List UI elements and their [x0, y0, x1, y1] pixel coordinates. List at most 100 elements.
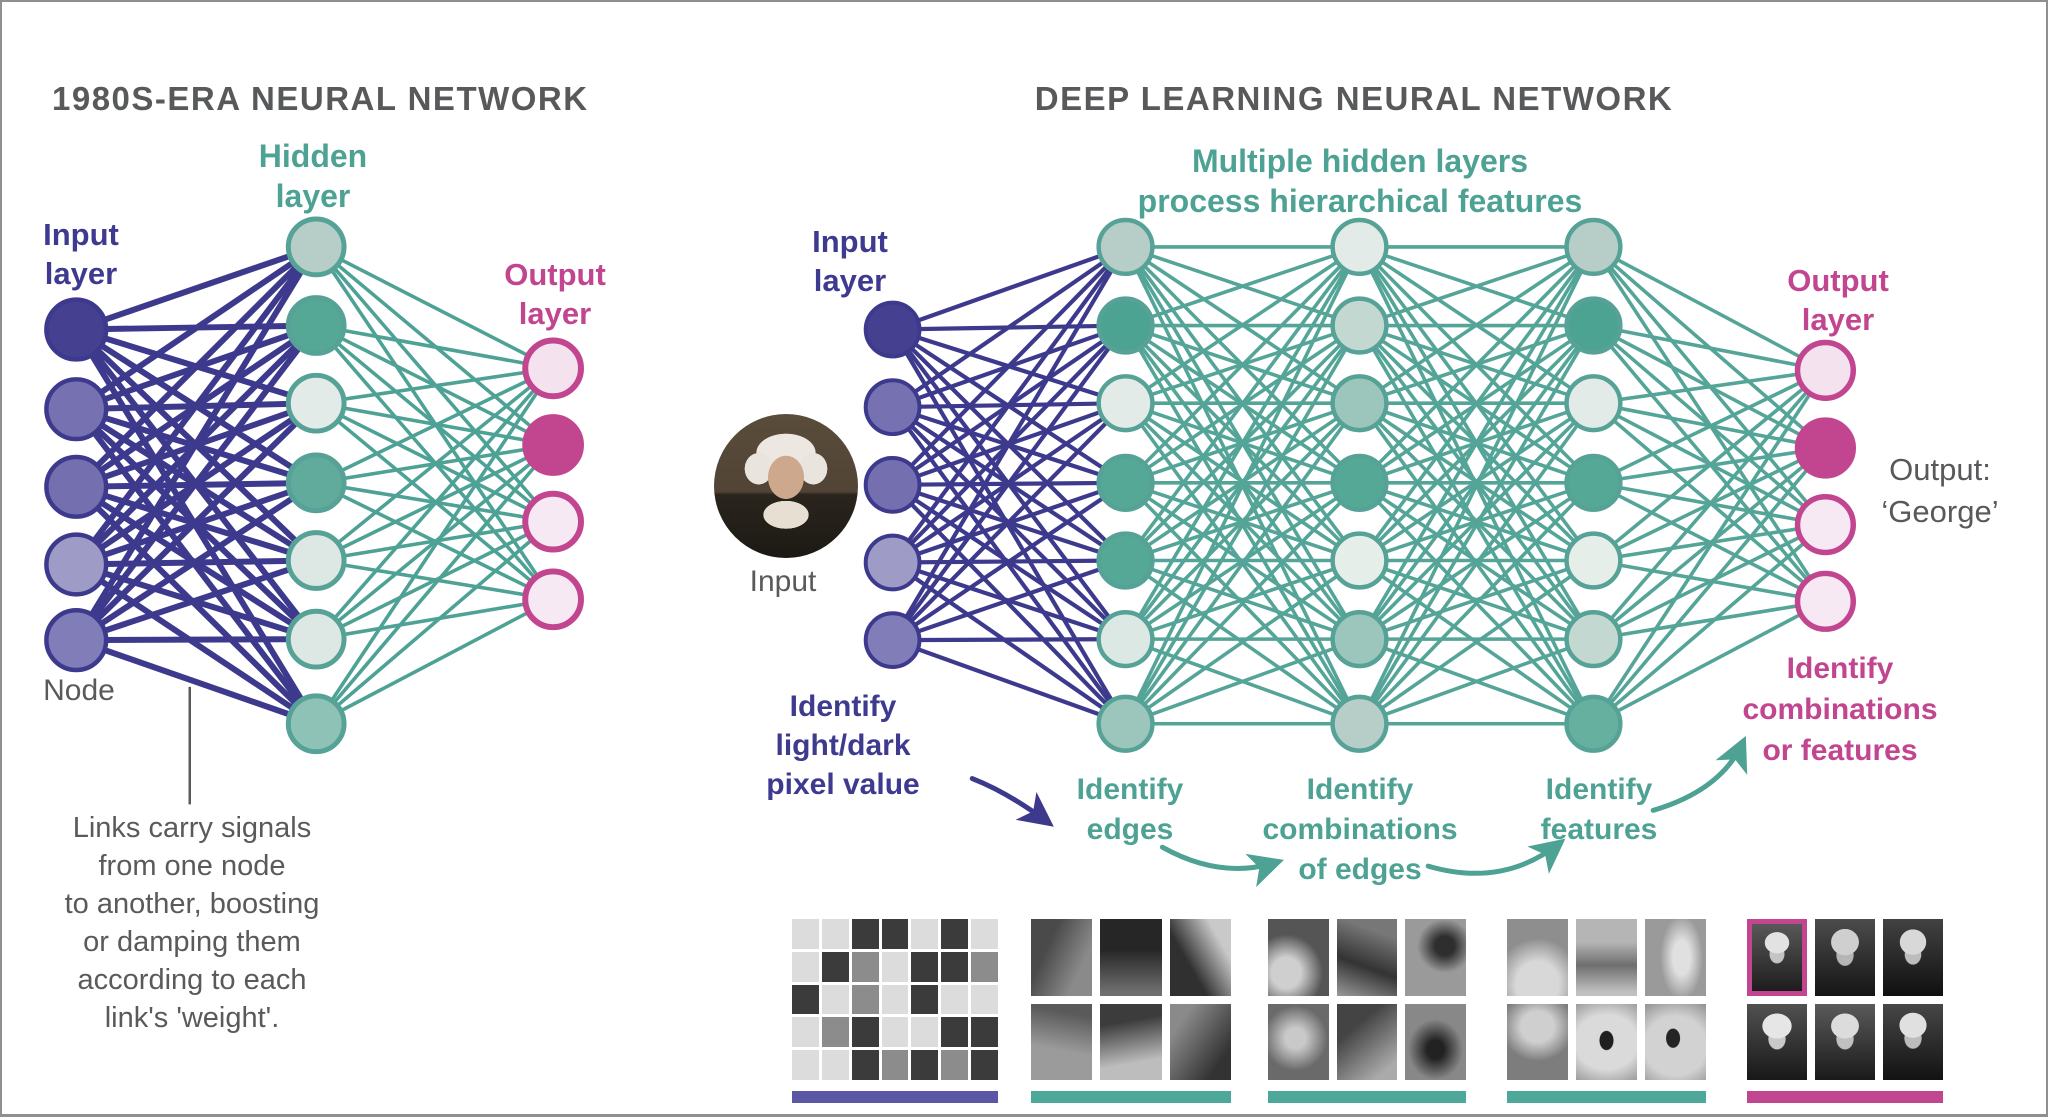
network-edge — [1357, 324, 1595, 725]
output-node — [1794, 417, 1857, 479]
network-edge — [1358, 401, 1595, 562]
network-edge — [891, 245, 1128, 487]
pixel-cell — [821, 919, 849, 949]
output-node — [1794, 494, 1857, 556]
network-edge — [75, 557, 318, 643]
network-edge — [891, 244, 1127, 332]
network-edge — [74, 400, 318, 567]
network-edge — [891, 405, 1127, 563]
network-edge — [73, 323, 319, 642]
network-edge — [314, 324, 555, 601]
right-input-layer-label: Input layer — [812, 222, 888, 300]
hidden-2-node — [1330, 296, 1389, 355]
pixel-cell — [821, 1050, 849, 1080]
features-patch — [1507, 919, 1568, 996]
network-edge — [1124, 481, 1361, 641]
network-edge — [1358, 401, 1595, 485]
left-input-layer-label-line1: Input — [43, 217, 119, 252]
network-edge — [1358, 481, 1595, 563]
left-output-layer-label-line2: layer — [518, 296, 592, 332]
pixel-cell — [792, 951, 819, 982]
hidden-3-node — [1564, 296, 1623, 355]
network-edge — [1358, 323, 1595, 405]
network-edge — [892, 637, 1126, 643]
network-edge — [891, 560, 1127, 726]
stage-label-pixels: Identify light/dark pixel value — [766, 687, 919, 804]
network-edge — [891, 638, 1127, 726]
network-edge — [1358, 245, 1595, 485]
links-note-line1: Links carry signals — [72, 812, 312, 844]
hidden-2-node — [1330, 610, 1389, 669]
pixel-cell — [971, 984, 998, 1015]
george-washington-portrait — [714, 414, 858, 558]
network-edge — [315, 401, 555, 601]
pixel-grid-underline — [792, 1091, 998, 1103]
combo-patch — [1336, 919, 1398, 996]
features-underline — [1507, 1091, 1706, 1103]
network-edge — [315, 519, 554, 563]
network-edge — [1592, 324, 1827, 603]
combo-patch — [1336, 1003, 1398, 1080]
network-edge — [76, 400, 317, 413]
network-edge — [315, 481, 554, 601]
faces-strip — [1747, 919, 1943, 1080]
hidden-1-node — [1096, 694, 1155, 753]
pixel-cell — [851, 919, 879, 949]
left-hidden-layer-label: Hidden layer — [259, 136, 367, 217]
right-input-layer-label-line1: Input — [812, 224, 888, 259]
pixel-cell — [911, 919, 939, 949]
pixel-cell — [971, 919, 998, 949]
pixel-cell — [792, 919, 819, 949]
network-edge — [1592, 324, 1827, 527]
network-edge — [1124, 559, 1361, 726]
input-node — [863, 611, 922, 670]
network-edge — [1123, 324, 1362, 725]
network-edge — [891, 324, 1128, 564]
left-input-layer-label: Input layer — [43, 215, 119, 293]
network-edge — [1124, 481, 1361, 726]
hidden-3-node — [1564, 610, 1623, 669]
network-edge — [1124, 245, 1361, 405]
features-patch — [1507, 1003, 1568, 1080]
input-node — [863, 455, 922, 514]
network-edge — [1358, 402, 1595, 725]
stage-output-features-line2: combinations — [1742, 693, 1938, 726]
network-edge — [891, 245, 1127, 409]
faces-patch — [1815, 1003, 1875, 1080]
network-edge — [892, 558, 1126, 565]
network-edge — [1358, 481, 1595, 641]
hidden-layers-caption-line1: Multiple hidden layers — [1191, 143, 1529, 179]
left-hidden-layer-label-line2: layer — [275, 178, 351, 215]
hidden-node — [285, 452, 347, 514]
network-edge — [1592, 368, 1827, 485]
hidden-node — [285, 693, 347, 755]
network-edge — [1593, 599, 1826, 641]
network-edge — [1124, 323, 1361, 405]
pixel-cell — [821, 1017, 849, 1048]
network-edge — [890, 324, 1128, 642]
network-edge — [1358, 324, 1595, 485]
network-edge — [891, 405, 1127, 485]
pixel-cell — [881, 984, 909, 1015]
output-node — [522, 337, 584, 400]
network-edge — [1593, 446, 1826, 485]
features-patch — [1576, 1003, 1637, 1080]
network-edge — [1124, 481, 1361, 563]
network-edge — [891, 401, 1128, 642]
network-edge — [1124, 481, 1361, 726]
stage-combinations-line3: of edges — [1298, 853, 1422, 886]
network-edge — [73, 245, 319, 642]
network-edge — [1357, 246, 1596, 725]
right-output-layer-label-line1: Output — [1787, 263, 1889, 298]
network-edge — [315, 597, 554, 641]
network-edge — [1124, 324, 1361, 562]
output-node — [1794, 339, 1857, 401]
stage-edges-line1: Identify — [1076, 773, 1184, 806]
hidden-layers-caption: Multiple hidden layers process hierarchi… — [1138, 141, 1583, 222]
input-node — [44, 297, 109, 362]
network-edge — [315, 520, 554, 641]
hidden-3-node — [1564, 217, 1623, 277]
network-edge — [1358, 245, 1595, 485]
stage-edges-line2: edges — [1086, 813, 1174, 846]
pixel-cell — [941, 951, 969, 982]
